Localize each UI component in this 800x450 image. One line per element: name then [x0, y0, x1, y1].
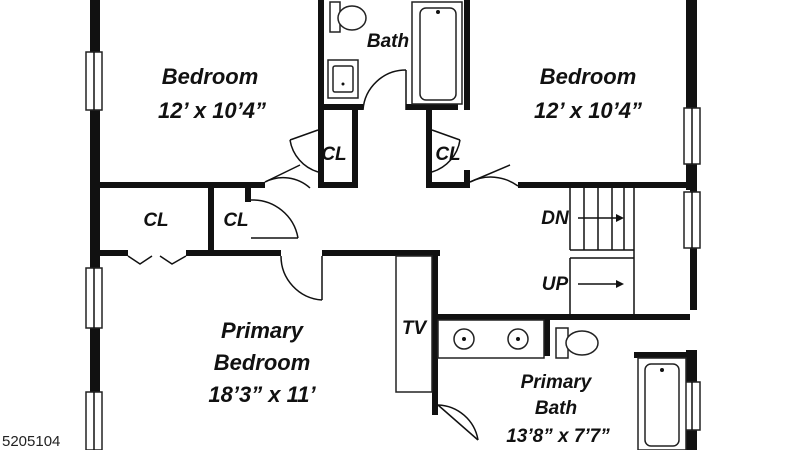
listing-id: 5205104 [2, 433, 60, 450]
stairs-up-label: UP [542, 274, 569, 295]
bedroom-left-name: Bedroom [162, 64, 259, 89]
closet-label-2: CL [435, 144, 460, 165]
closet-label-4: CL [223, 210, 248, 231]
bath-fixtures [327, 1, 687, 450]
tv-label: TV [402, 318, 428, 339]
bedroom-left-dims: 12’ x 10’4” [158, 98, 266, 123]
primary-bedroom-name-line1: Primary [221, 318, 305, 343]
bedroom-right-dims: 12’ x 10’4” [534, 98, 642, 123]
stairs [569, 188, 635, 314]
interior-walls [100, 0, 690, 415]
primary-bedroom-name-line2: Bedroom [214, 350, 311, 375]
bath-name: Bath [367, 31, 409, 52]
bedroom-right-name: Bedroom [540, 64, 637, 89]
primary-bedroom-dims: 18’3” x 11’ [208, 382, 316, 407]
closet-label-1: CL [321, 144, 346, 165]
primary-bath-name-line1: Primary [521, 372, 593, 393]
primary-bath-dims: 13’8” x 7’7” [506, 426, 610, 447]
doors [127, 69, 519, 441]
stairs-down-label: DN [541, 208, 570, 229]
closet-label-3: CL [143, 210, 168, 231]
tv-cabinet [395, 255, 433, 393]
primary-bath-name-line2: Bath [535, 398, 577, 419]
